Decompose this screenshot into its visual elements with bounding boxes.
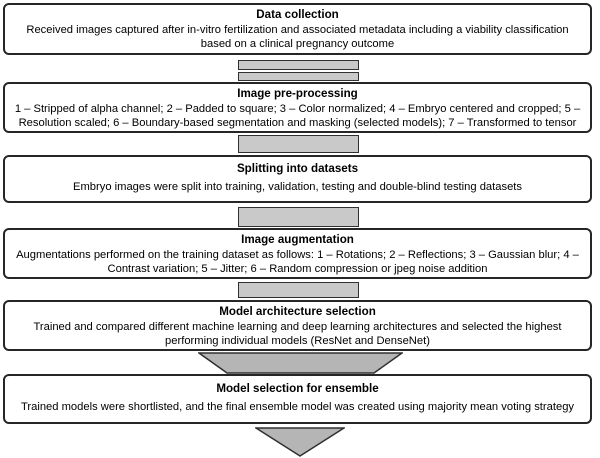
step-description: Received images captured after in-vitro … bbox=[5, 22, 590, 51]
step-title: Data collection bbox=[256, 8, 339, 21]
step-description-line: based on a clinical pregnancy outcome bbox=[200, 38, 395, 50]
step-image-augmentation: Image augmentation Augmentations perform… bbox=[3, 228, 592, 279]
connector-bar bbox=[238, 135, 359, 153]
step-description-line: Embryo images were split into training, … bbox=[73, 181, 522, 193]
connector-bar bbox=[238, 282, 359, 298]
step-description-line: Resolution scaled; 6 – Boundary-based se… bbox=[18, 117, 577, 129]
step-description: Augmentations performed on the training … bbox=[5, 247, 590, 276]
step-description-line: performing individual models (ResNet and… bbox=[165, 335, 430, 347]
connector-bar bbox=[238, 60, 359, 70]
step-description: Trained and compared different machine l… bbox=[5, 319, 590, 348]
down-arrow-icon bbox=[198, 352, 403, 374]
step-description: 1 – Stripped of alpha channel; 2 – Padde… bbox=[5, 101, 590, 130]
step-description: Embryo images were split into training, … bbox=[5, 176, 590, 194]
step-description: Trained models were shortlisted, and the… bbox=[5, 396, 590, 414]
step-description-line: 1 – Stripped of alpha channel; 2 – Padde… bbox=[14, 103, 581, 115]
step-model-selection-ensemble: Model selection for ensemble Trained mod… bbox=[3, 374, 592, 424]
step-title: Image pre-processing bbox=[237, 87, 358, 100]
step-model-architecture-selection: Model architecture selection Trained and… bbox=[3, 300, 592, 351]
step-title: Splitting into datasets bbox=[236, 162, 359, 175]
down-arrow-icon bbox=[255, 427, 345, 457]
step-description-line: Trained models were shortlisted, and the… bbox=[20, 401, 575, 413]
step-title: Image augmentation bbox=[241, 233, 354, 246]
step-title: Model architecture selection bbox=[219, 305, 376, 318]
step-description-line: Contrast variation; 5 – Jitter; 6 – Rand… bbox=[107, 263, 488, 275]
step-title: Model selection for ensemble bbox=[216, 382, 379, 395]
connector-bar bbox=[238, 207, 359, 227]
step-description-line: Received images captured after in-vitro … bbox=[26, 24, 569, 36]
step-data-collection: Data collection Received images captured… bbox=[3, 3, 592, 55]
step-image-preprocessing: Image pre-processing 1 – Stripped of alp… bbox=[3, 82, 592, 133]
step-description-line: Augmentations performed on the training … bbox=[16, 249, 579, 261]
connector-bar bbox=[238, 72, 359, 81]
step-splitting-datasets: Splitting into datasets Embryo images we… bbox=[3, 155, 592, 203]
step-description-line: Trained and compared different machine l… bbox=[33, 321, 562, 333]
